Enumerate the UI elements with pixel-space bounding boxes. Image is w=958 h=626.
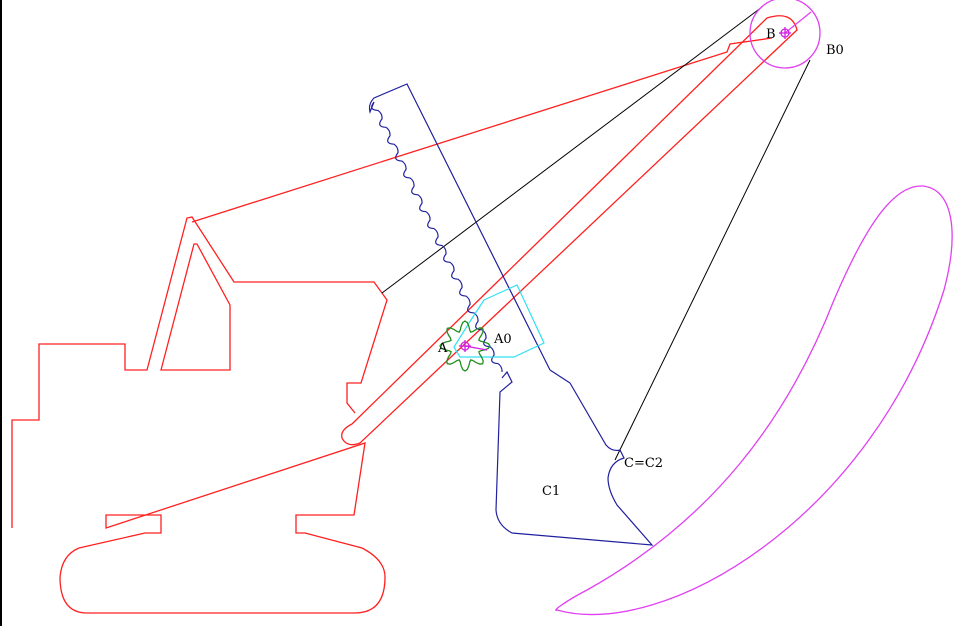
label-c1: C1 — [542, 484, 560, 499]
boom-suspension — [191, 37, 773, 223]
cab-window — [160, 243, 231, 371]
machine-body — [11, 216, 388, 614]
bucket — [495, 369, 654, 546]
label-a0: A0 — [493, 332, 512, 347]
sheave-radius — [784, 11, 812, 34]
cam-outline — [453, 284, 545, 358]
hoist-rope-lower — [614, 59, 811, 461]
label-b0: B0 — [826, 43, 844, 58]
shipper-gear — [439, 320, 491, 372]
boom — [341, 15, 798, 446]
label-c-c2: C=C2 — [624, 456, 663, 471]
dipper-handle-rack — [368, 83, 551, 373]
label-b: B — [766, 27, 776, 42]
pivot-a-icon — [459, 340, 488, 352]
hoist-rope-upper — [381, 6, 763, 294]
label-a: A — [437, 341, 448, 356]
digging-trajectory — [555, 185, 953, 616]
sheave-circle — [749, 0, 821, 69]
pivot-b-icon — [779, 27, 791, 39]
